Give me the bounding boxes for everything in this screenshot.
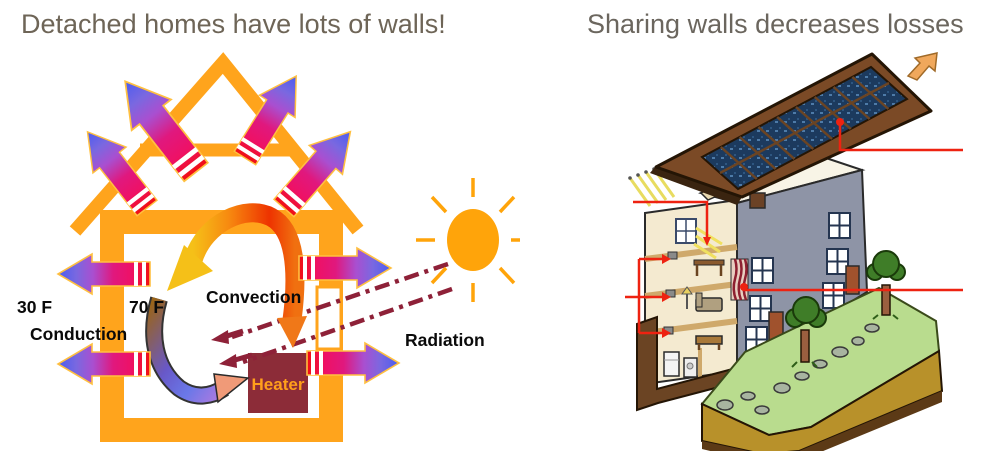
- sun-icon: [416, 178, 520, 302]
- heat-arrow-right-upper: [298, 247, 392, 289]
- pointer-arrow-icon: [906, 52, 938, 81]
- roof-underside: [650, 167, 742, 205]
- solar-cell-dividers: [719, 76, 890, 180]
- callout-arrowhead: [662, 328, 671, 338]
- heat-arrow-roof-inner-left: [104, 65, 217, 189]
- window: [828, 212, 851, 239]
- callout-line-solar: [838, 122, 963, 152]
- soil-base: [702, 391, 942, 451]
- convection-cool-arrowhead: [167, 245, 213, 291]
- heat-arrow-left-lower: [57, 343, 151, 385]
- radiation-beams: [211, 261, 453, 368]
- tree-icon: [866, 250, 906, 320]
- radiation-beam: [231, 261, 449, 340]
- callout-dot: [836, 118, 844, 126]
- couch: [695, 292, 723, 312]
- convection-rising-arc: [183, 203, 305, 322]
- callout-bracket: [625, 257, 662, 335]
- floor-slabs: [644, 244, 738, 378]
- heat-arrow-roof-outer-left: [70, 118, 165, 222]
- chimney-box: [749, 192, 766, 209]
- conduction-label: Conduction: [30, 324, 127, 344]
- radiation-beam: [242, 286, 453, 365]
- convection-return-arc: [147, 297, 228, 403]
- window: [749, 295, 772, 322]
- tree-icon: [785, 296, 827, 368]
- shared-wall-building-illustration: [625, 52, 963, 451]
- heat-arrow-right-lower: [306, 342, 400, 384]
- attic-window: [675, 218, 723, 260]
- window: [751, 257, 774, 284]
- window: [826, 248, 849, 275]
- inside-temp-label: 70 F: [129, 297, 164, 317]
- yard: [636, 250, 944, 451]
- door: [845, 265, 860, 295]
- radiation-arrowhead: [211, 328, 244, 344]
- lamp: [681, 286, 693, 309]
- radiation-arrowhead: [219, 352, 253, 368]
- table: [693, 259, 725, 276]
- wall-window: [315, 285, 343, 351]
- heat-arrow-roof-inner-right: [226, 64, 315, 170]
- basement-appliances: [663, 351, 698, 378]
- right-panel-title: Sharing walls decreases losses: [587, 9, 964, 39]
- callout-arrowhead: [662, 292, 671, 302]
- left-panel-title: Detached homes have lots of walls!: [21, 9, 446, 39]
- convection-return-arrowhead: [213, 373, 250, 404]
- heater-label: Heater: [252, 375, 305, 394]
- heat-arrow-left-upper: [57, 253, 151, 295]
- callouts: [625, 118, 963, 338]
- heat-loss-diagram: 30 F 70 F Conduction Convection Radiatio…: [17, 52, 520, 442]
- sunlight-rays: [693, 226, 723, 260]
- heat-arrow-roof-outer-right: [266, 116, 368, 224]
- curtain: [730, 258, 749, 301]
- convection-label: Convection: [206, 287, 301, 307]
- heater-box: [248, 353, 308, 413]
- callout-line-attic: [633, 200, 709, 237]
- solar-roof: [650, 52, 933, 205]
- heat-loss-arrows: [57, 64, 400, 385]
- callout-dot: [740, 283, 748, 291]
- window: [822, 282, 845, 309]
- convection-down-arrowhead: [277, 316, 307, 348]
- bench: [695, 335, 723, 350]
- callout-arrowhead: [703, 237, 711, 246]
- radiation-label: Radiation: [405, 330, 485, 350]
- convection-arrows: [145, 203, 307, 405]
- outside-temp-label: 30 F: [17, 297, 52, 317]
- callout-arrowhead: [662, 254, 671, 264]
